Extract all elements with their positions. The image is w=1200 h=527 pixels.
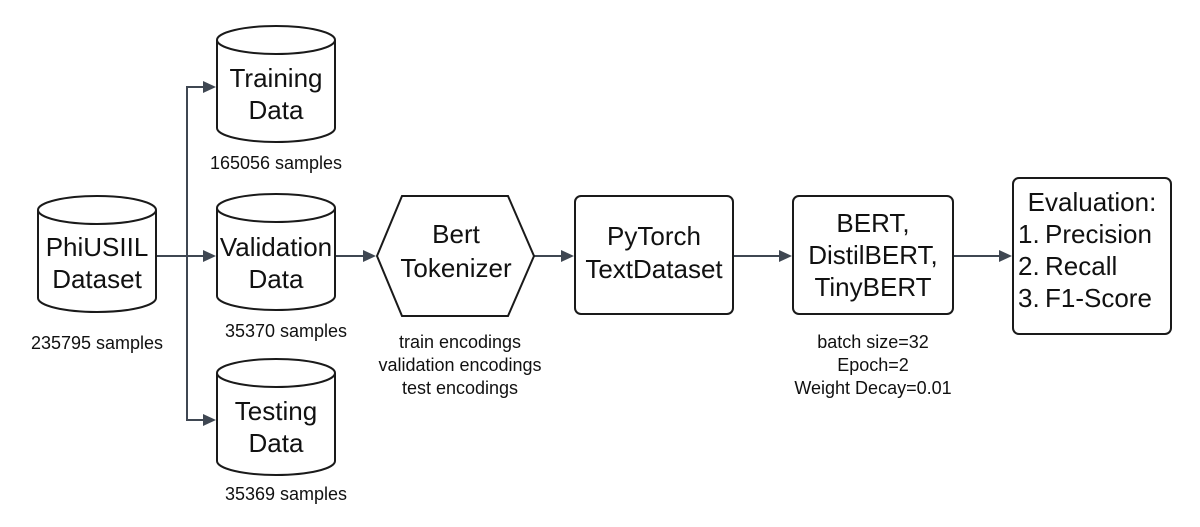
node-dataset: PhiUSIIL Dataset bbox=[37, 195, 157, 313]
validation-caption: 35370 samples bbox=[225, 321, 347, 341]
arrowhead-training bbox=[203, 81, 216, 93]
evaluation-item: 1. Precision bbox=[1018, 219, 1152, 249]
textdataset-label-line2: TextDataset bbox=[585, 254, 723, 284]
evaluation-item-label: F1-Score bbox=[1045, 283, 1152, 313]
arrowhead-tokenizer bbox=[363, 250, 376, 262]
training-label-line2: Data bbox=[249, 95, 304, 125]
tokenizer-label-line1: Bert bbox=[432, 219, 480, 249]
arrowhead-evaluation bbox=[999, 250, 1012, 262]
node-validation: Validation Data bbox=[216, 193, 336, 311]
evaluation-item-number: 3. bbox=[1018, 283, 1040, 313]
edges bbox=[157, 81, 1012, 426]
arrowhead-models bbox=[779, 250, 792, 262]
arrowhead-textdataset bbox=[561, 250, 574, 262]
models-label-line2: DistilBERT, bbox=[808, 240, 938, 270]
testing-caption: 35369 samples bbox=[225, 484, 347, 504]
tokenizer-caption: train encodings validation encodings tes… bbox=[378, 332, 541, 398]
models-label-line1: BERT, bbox=[836, 208, 909, 238]
arrowhead-validation bbox=[203, 250, 216, 262]
models-caption-line1: batch size=32 bbox=[817, 332, 929, 352]
node-evaluation: Evaluation: 1. Precision 2. Recall 3. F1… bbox=[1012, 177, 1172, 335]
evaluation-title: Evaluation: bbox=[1028, 187, 1157, 217]
models-label-line3: TinyBERT bbox=[814, 272, 931, 302]
testing-label-line1: Testing bbox=[235, 396, 317, 426]
evaluation-item-number: 1. bbox=[1018, 219, 1040, 249]
tokenizer-label-line2: Tokenizer bbox=[400, 253, 512, 283]
node-models: BERT, DistilBERT, TinyBERT bbox=[792, 195, 954, 315]
tokenizer-caption-line3: test encodings bbox=[402, 378, 518, 398]
validation-label-line2: Data bbox=[249, 264, 304, 294]
dataset-label-line1: PhiUSIIL bbox=[46, 232, 149, 262]
node-tokenizer: Bert Tokenizer bbox=[375, 195, 536, 317]
arrowhead-testing bbox=[203, 414, 216, 426]
evaluation-item-label: Precision bbox=[1045, 219, 1152, 249]
validation-label-line1: Validation bbox=[220, 232, 332, 262]
evaluation-item-number: 2. bbox=[1018, 251, 1040, 281]
node-testing: Testing Data bbox=[216, 358, 336, 476]
tokenizer-caption-line2: validation encodings bbox=[378, 355, 541, 375]
evaluation-item: 3. F1-Score bbox=[1018, 283, 1152, 313]
models-caption: batch size=32 Epoch=2 Weight Decay=0.01 bbox=[794, 332, 951, 398]
dataset-label-line2: Dataset bbox=[52, 264, 142, 294]
tokenizer-caption-line1: train encodings bbox=[399, 332, 521, 352]
node-training: Training Data bbox=[216, 25, 336, 143]
training-caption: 165056 samples bbox=[210, 153, 342, 173]
testing-label-line2: Data bbox=[249, 428, 304, 458]
models-caption-line3: Weight Decay=0.01 bbox=[794, 378, 951, 398]
training-label-line1: Training bbox=[230, 63, 323, 93]
node-textdataset: PyTorch TextDataset bbox=[574, 195, 734, 315]
models-caption-line2: Epoch=2 bbox=[837, 355, 909, 375]
evaluation-item: 2. Recall bbox=[1018, 251, 1117, 281]
textdataset-label-line1: PyTorch bbox=[607, 221, 701, 251]
dataset-caption: 235795 samples bbox=[31, 333, 163, 353]
evaluation-item-label: Recall bbox=[1045, 251, 1117, 281]
